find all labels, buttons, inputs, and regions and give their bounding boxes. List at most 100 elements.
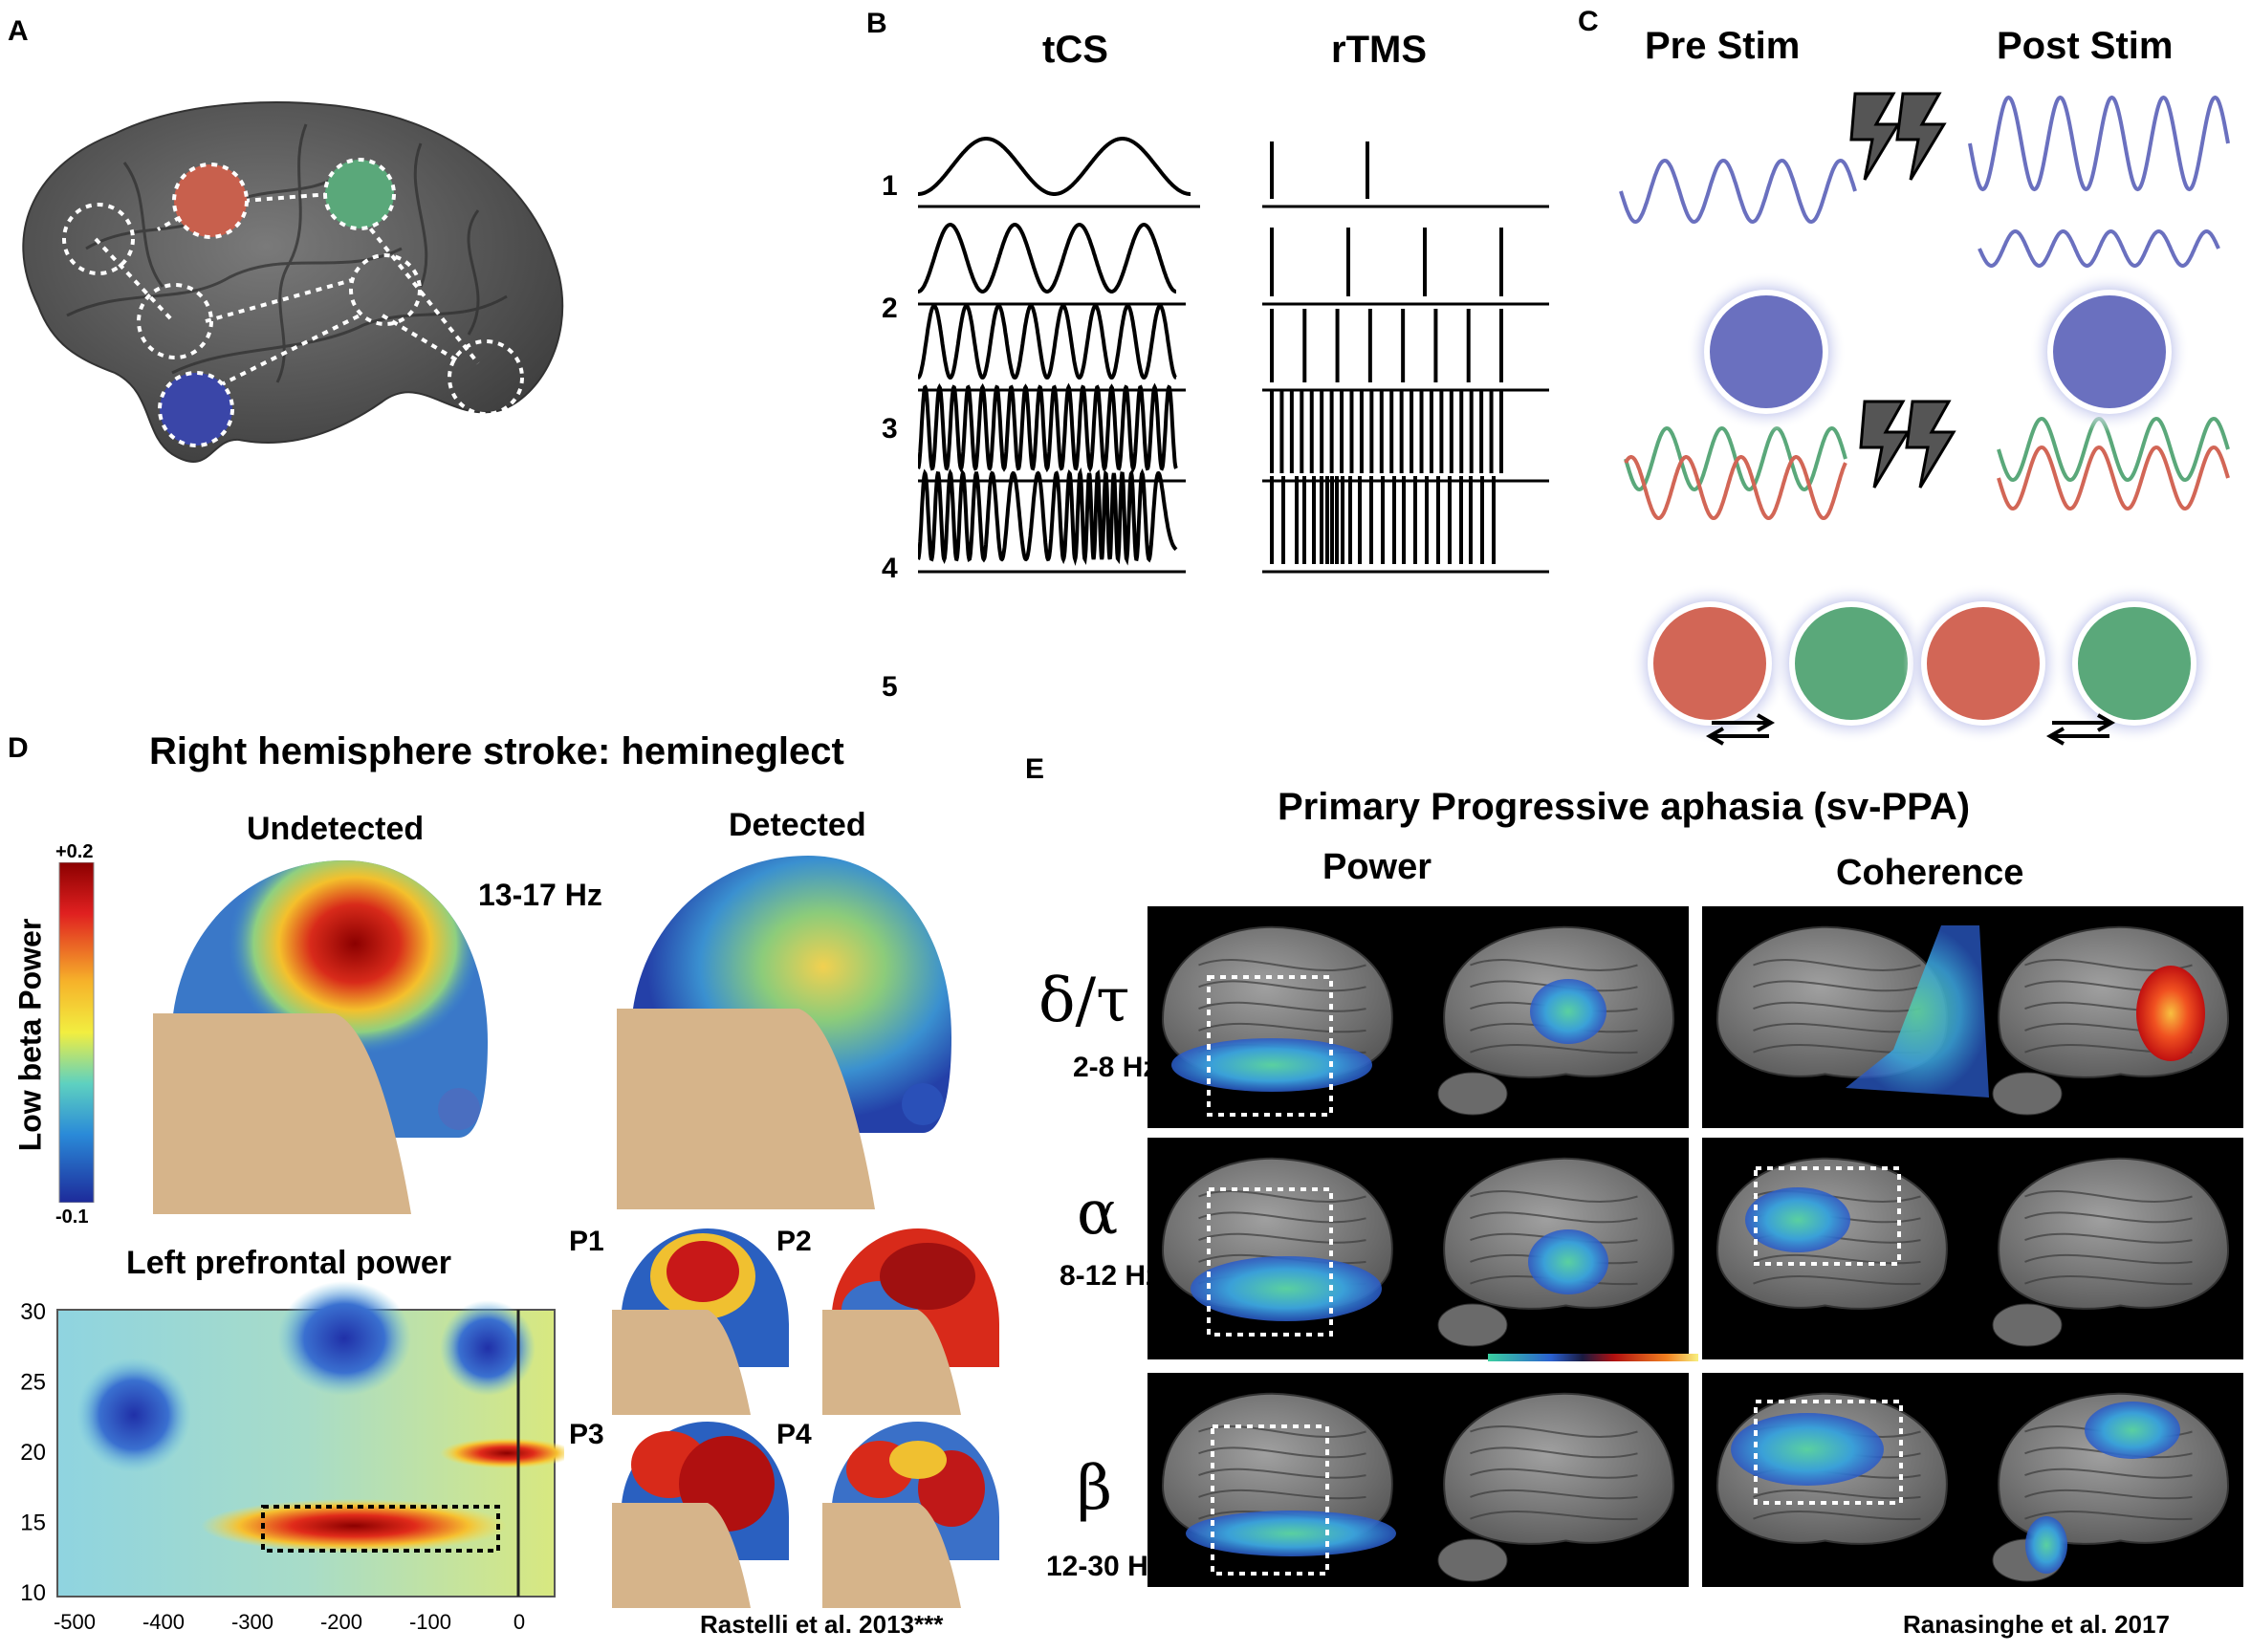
row-label-2: 2 [882,293,898,324]
panel-b-label: B [866,8,887,39]
post-stim-header: Post Stim [1997,25,2174,67]
tf-ytick: 30 [20,1299,46,1325]
pattern-label-p1: P1 [569,1226,604,1257]
sulcus [1470,1425,1638,1438]
coherence-beta-blob-cerebellum [2025,1516,2067,1574]
freq-label: 13-17 Hz [478,878,602,912]
sulcus [1470,1489,1638,1500]
power-alpha-blob-right [1528,1229,1608,1294]
tf-xtick: 0 [514,1610,525,1634]
power-beta-roi [1211,1424,1329,1576]
power-alpha-blob-left [1191,1256,1382,1321]
tf-ytick: 15 [20,1511,46,1536]
sulcus [1198,1467,1366,1479]
panel-d-label: D [8,732,29,764]
post-blue-node [2047,290,2172,414]
colorbar-max: +0.2 [55,841,94,862]
scale-strip-top [1488,1354,1698,1361]
sulcus [2024,1253,2193,1265]
brain-right-1-1 [1998,1157,2230,1310]
tf-xtick: -100 [409,1610,451,1634]
tf-hot-band [201,1499,507,1553]
panel-a-label: A [8,15,29,47]
head-detected [617,856,951,1209]
power-delta-blob-left [1171,1038,1372,1092]
pre-blue-node [1704,290,1828,414]
detected-label: Detected [729,807,866,843]
sulcus [1753,1022,1921,1033]
sulcus [2024,1275,2193,1286]
node-green [323,158,396,230]
tcs-header: tCS [1042,29,1108,71]
band-beta-range: 12-30 Hz [1046,1551,1163,1582]
cerebellum [1437,1072,1508,1116]
head-undetected [153,860,489,1214]
pattern-label-p3: P3 [569,1419,604,1450]
cerebellum [1992,1303,2063,1347]
rtms-pulses-1 [1270,141,1369,199]
bidirectional-arrow-icon-post [2045,713,2116,746]
pattern-head-p2 [822,1228,999,1415]
power-beta-blob-left [1186,1511,1396,1556]
pre-stim-header: Pre Stim [1645,25,1801,67]
panel-b-waveforms [918,137,1549,574]
citation-e: Ranasinghe et al. 2017 [1903,1610,2170,1639]
sulcus [1198,959,1366,971]
tf-xtick: -200 [320,1610,362,1634]
panel-c-stim-diagram [1619,92,2230,746]
cerebellum [1992,1072,2063,1116]
sulcus [2024,1467,2193,1479]
pattern-head-p4 [822,1422,999,1608]
pre-red-node [1648,601,1772,726]
panel-d-title: Right hemisphere stroke: hemineglect [149,730,844,772]
tcs-wave-3 [918,304,1177,380]
rtms-pulses-3 [1270,309,1503,382]
rtms-header: rTMS [1331,29,1427,71]
rtms-pulses-2 [1270,228,1503,296]
sulcus [1753,1511,1921,1521]
brain-right-2-0 [1443,1392,1675,1545]
sulcus [1198,1446,1366,1459]
tcs-wave-1 [918,137,1191,196]
sulcus [1470,1190,1638,1203]
power-delta-roi [1207,975,1333,1117]
row-label-5: 5 [882,671,898,703]
band-delta-theta-range: 2-8 Hz [1073,1052,1158,1083]
sulcus [2024,1190,2193,1203]
brain-left-0-0 [1161,925,1393,1078]
tcs-wave-4 [918,382,1178,473]
panel-c-label: C [1578,6,1599,37]
tf-xtick: -300 [231,1610,273,1634]
post-green-node [2072,601,2196,726]
sulcus [2024,1489,2193,1500]
sulcus [1753,959,1921,971]
tf-blue-blob-1 [76,1358,191,1472]
sulcus [1470,1044,1638,1054]
post-blue-wave-small [1978,228,2220,269]
citation-d: Rastelli et al. 2013*** [700,1610,944,1639]
cerebellum [1437,1538,1508,1582]
sulcus [2024,1232,2193,1244]
sulcus [1198,1190,1366,1203]
sulcus [1753,980,1921,992]
panel-e-label: E [1025,753,1045,785]
pattern-head-p3 [612,1422,789,1608]
post-blue-wave-large [1968,95,2230,192]
tf-blue-blob-2 [277,1281,411,1396]
pre-red-wave [1624,455,1847,521]
band-beta-symbol: β [1077,1453,1112,1524]
pattern-label-p4: P4 [776,1419,812,1450]
power-header: Power [1322,847,1432,887]
node-blue [158,371,234,447]
band-alpha-range: 8-12 Hz [1060,1260,1161,1292]
post-red-wave [1997,445,2230,511]
sulcus [1470,1211,1638,1224]
node-empty-frontal [62,203,135,275]
sulcus [1470,1511,1638,1521]
tf-title: Left prefrontal power [126,1245,452,1281]
panel-e-title: Primary Progressive aphasia (sv-PPA) [1278,786,1971,828]
tf-ytick: 10 [20,1580,46,1606]
bolt-icon-top [1849,92,1947,181]
sulcus [1470,1467,1638,1479]
